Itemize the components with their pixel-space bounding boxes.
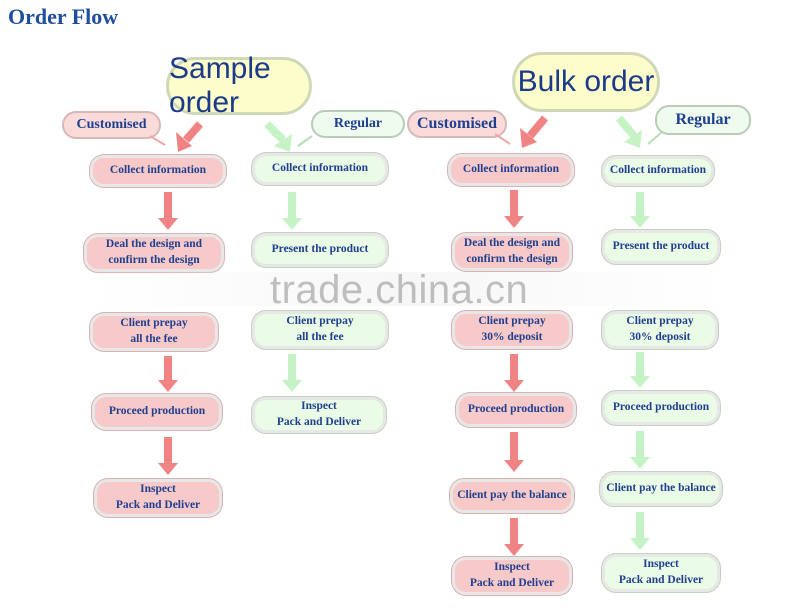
bulk-customised-step-1: Collect information	[448, 154, 574, 186]
sample-customised-step-2: Deal the design and confirm the design	[84, 234, 224, 272]
bulk-customised-step-6: Inspect Pack and Deliver	[452, 557, 572, 595]
arrow-down-icon	[630, 431, 650, 469]
sample-customised-step-4: Proceed production	[92, 394, 222, 430]
arrow-down-icon	[504, 354, 524, 392]
bulk-customised-step-4: Proceed production	[456, 393, 576, 427]
sample-regular-tag: Regular	[311, 110, 405, 138]
arrow-down-icon	[158, 192, 178, 230]
bulk-regular-step-4: Proceed production	[602, 391, 720, 425]
sample-regular-step-3: Client prepay all the fee	[252, 311, 388, 349]
bulk-regular-step-3: Client prepay 30% deposit	[602, 311, 718, 349]
page-title: Order Flow	[8, 4, 119, 29]
bulk-customised-step-2: Deal the design and confirm the design	[452, 233, 572, 271]
bulk-regular-step-6: Inspect Pack and Deliver	[602, 554, 720, 592]
bulk-customised-pointer	[526, 115, 549, 139]
sample-customised-pointer	[182, 121, 204, 143]
sample-customised-tag: Customised	[62, 111, 161, 139]
bulk-regular-tag: Regular	[655, 105, 751, 135]
bulk-regular-step-2: Present the product	[602, 230, 720, 264]
arrow-down-icon	[504, 190, 524, 228]
bulk-customised-step-5: Client pay the balance	[450, 479, 574, 513]
bulk-regular-step-1: Collect information	[602, 156, 714, 186]
bulk-order-heading: Bulk order	[512, 52, 660, 112]
arrow-down-icon	[504, 518, 524, 556]
sample-regular-step-4: Inspect Pack and Deliver	[252, 397, 386, 433]
bulk-customised-step-3: Client prepay 30% deposit	[452, 311, 572, 349]
arrow-down-icon	[630, 192, 650, 228]
arrow-down-icon	[282, 192, 302, 230]
bulk-customised-tag: Customised	[407, 110, 507, 138]
watermark-text: trade.china.cn	[270, 268, 529, 312]
arrow-down-icon	[158, 437, 178, 475]
arrow-down-icon	[158, 356, 178, 392]
sample-regular-pointer	[264, 121, 286, 143]
arrow-down-icon	[630, 512, 650, 550]
arrow-down-icon	[504, 432, 524, 472]
bulk-regular-step-5: Client pay the balance	[600, 472, 722, 506]
sample-regular-step-1: Collect information	[252, 153, 388, 185]
sample-regular-step-2: Present the product	[252, 233, 388, 267]
watermark-band	[88, 272, 728, 306]
arrow-down-icon	[282, 354, 302, 392]
sample-customised-step-3: Client prepay all the fee	[90, 313, 218, 351]
arrow-down-icon	[630, 352, 650, 388]
sample-customised-step-5: Inspect Pack and Deliver	[94, 479, 222, 517]
bulk-regular-pointer	[615, 115, 638, 139]
sample-customised-step-1: Collect information	[90, 155, 226, 187]
